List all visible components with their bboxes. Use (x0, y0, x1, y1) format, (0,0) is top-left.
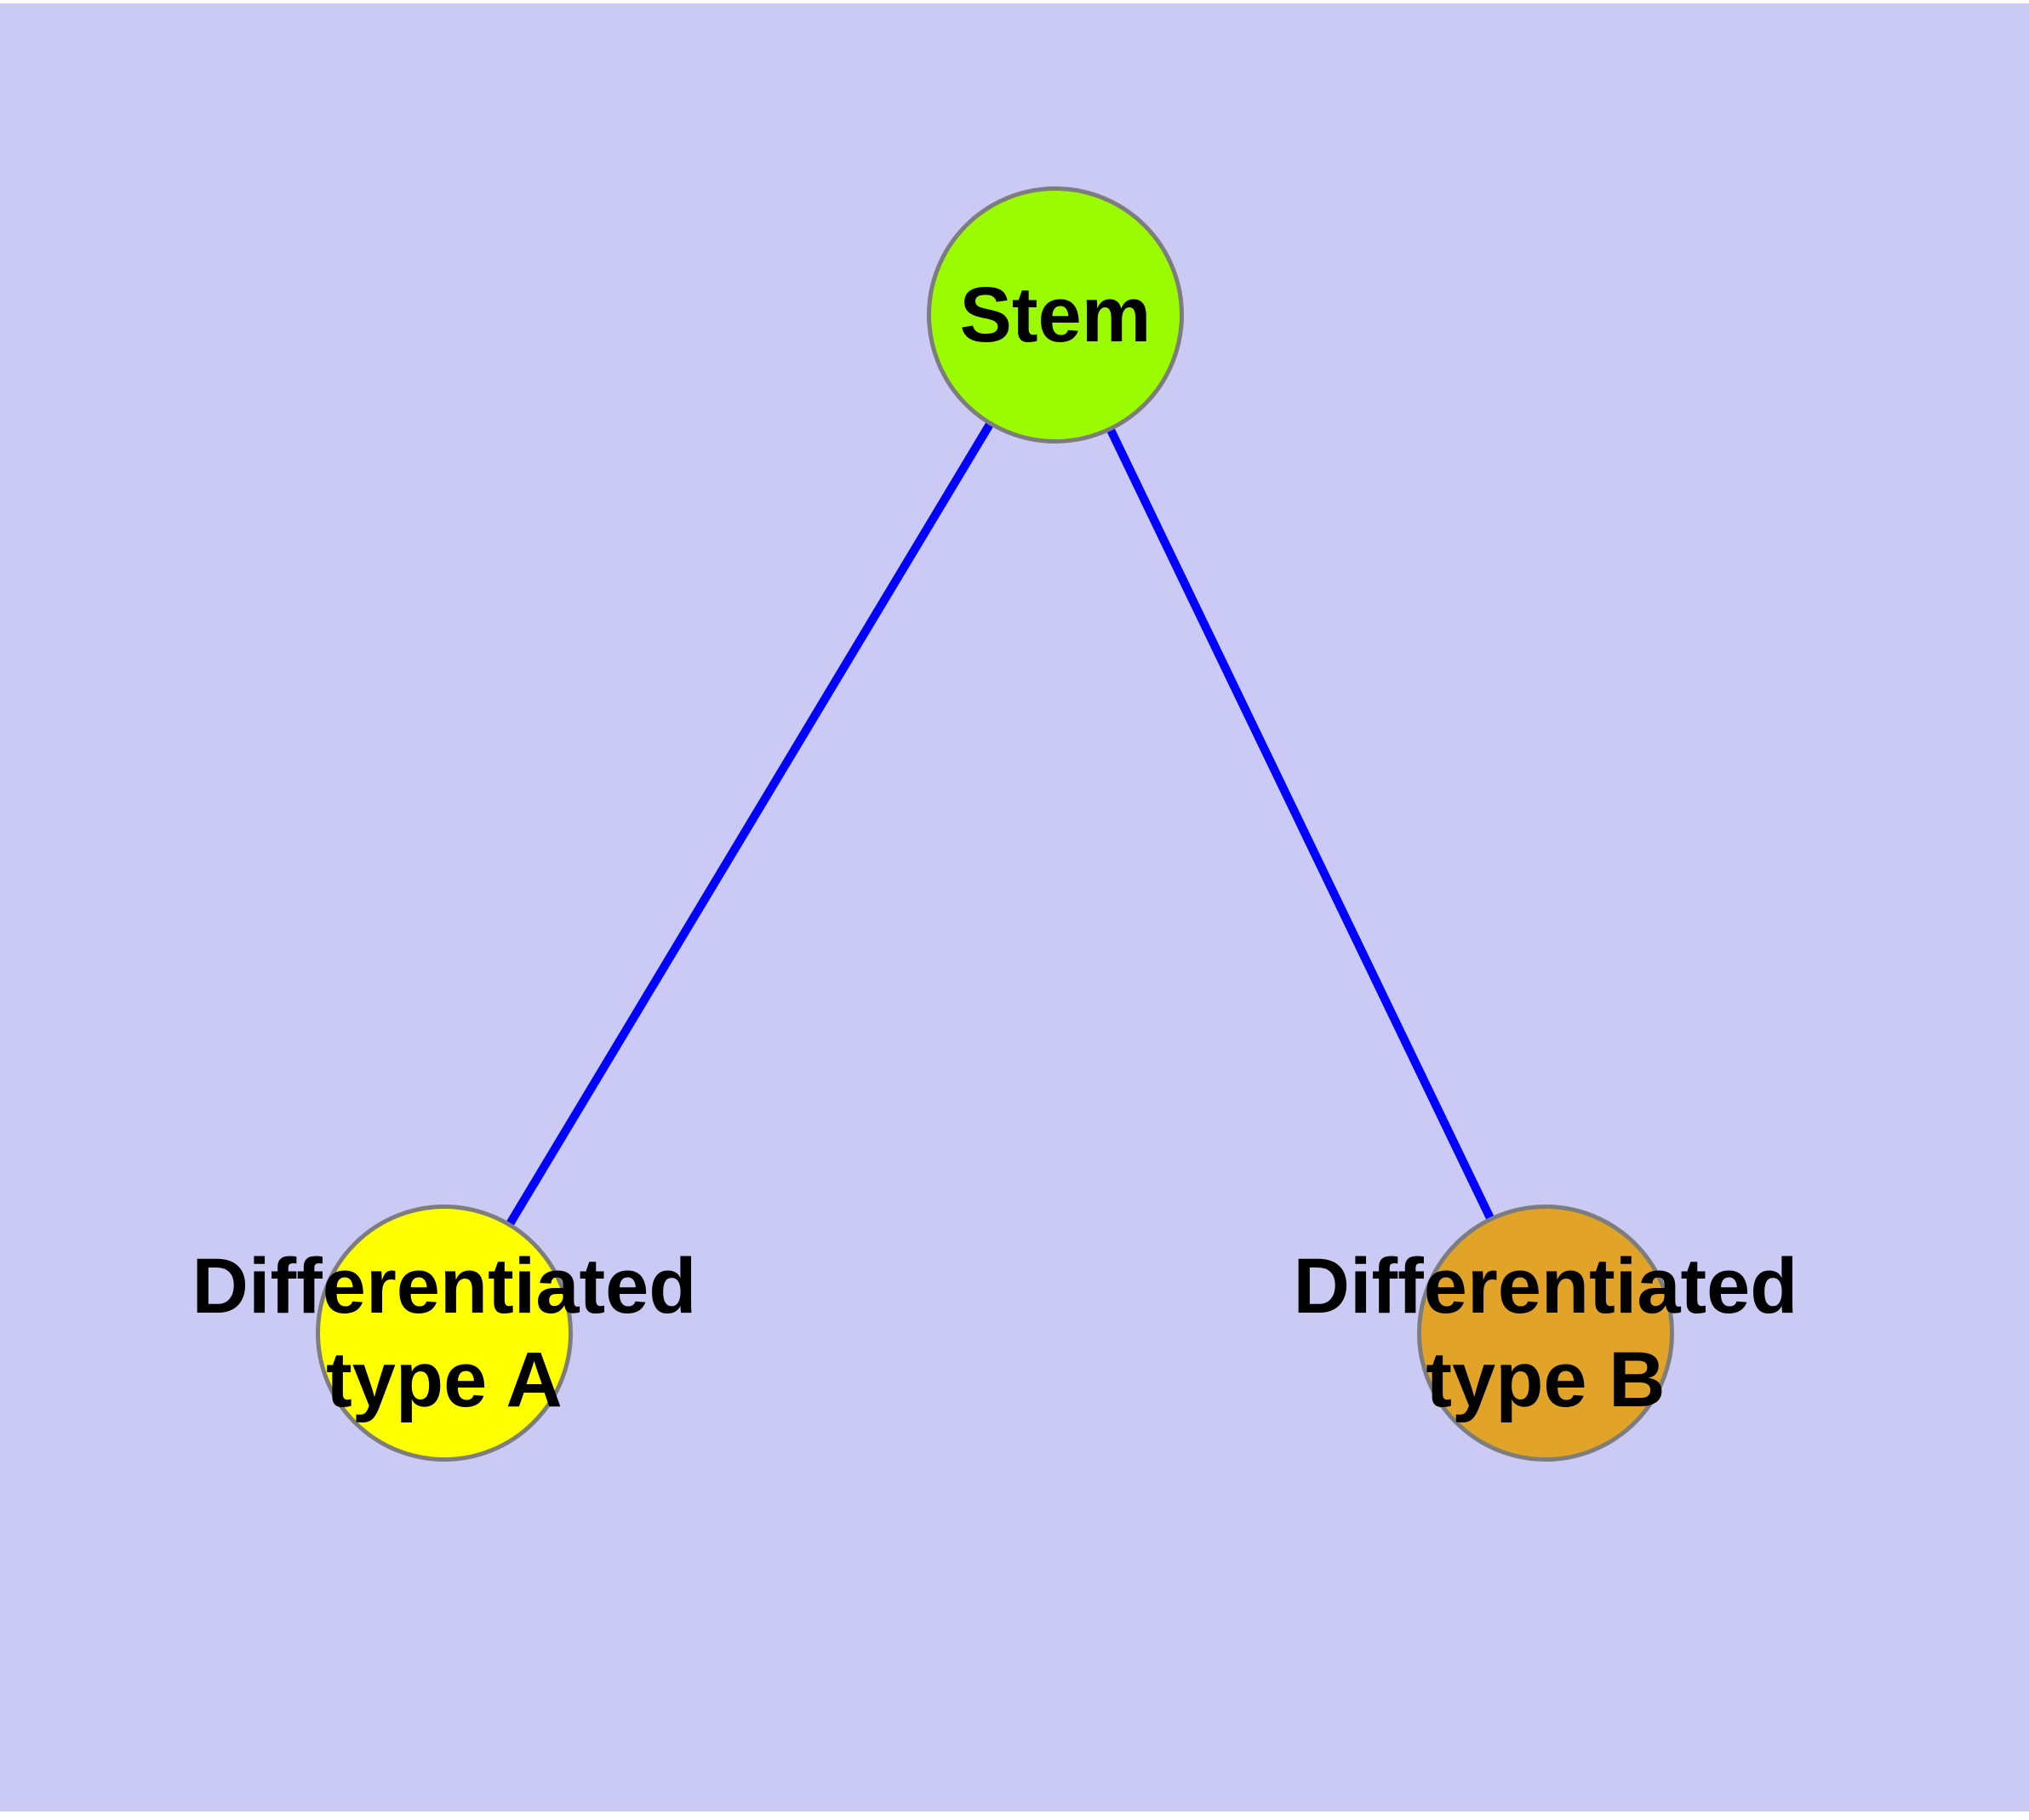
edge-stem-type-a (440, 312, 1060, 1336)
graph-canvas: Stem Differentiated type A Differentiate… (0, 3, 2029, 1811)
node-stem-circle[interactable] (927, 186, 1184, 444)
edge-stem-type-b (1051, 312, 1550, 1336)
node-type-a-circle[interactable] (316, 1205, 573, 1462)
node-type-b-circle[interactable] (1417, 1205, 1674, 1462)
